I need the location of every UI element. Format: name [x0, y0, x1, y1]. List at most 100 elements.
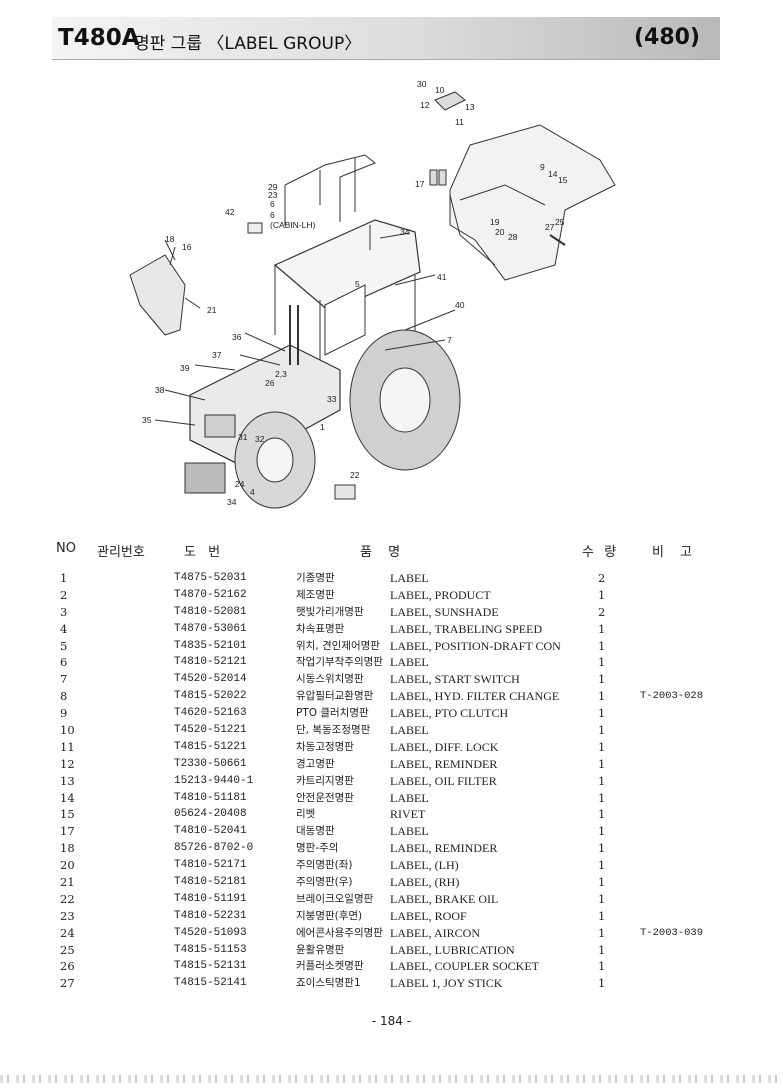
- table-row: 2 T4870-52162 제조명판 LABEL, PRODUCT 1: [0, 587, 783, 604]
- row-part-number: T4875-52031: [174, 572, 247, 584]
- svg-text:29: 29: [268, 182, 278, 192]
- row-part-number: T4810-52041: [174, 825, 247, 838]
- svg-text:39: 39: [180, 363, 190, 373]
- row-english-name: LABEL, REMINDER: [390, 841, 498, 856]
- row-no: 5: [60, 638, 68, 653]
- svg-text:4: 4: [250, 487, 255, 497]
- row-no: 25: [60, 942, 75, 957]
- row-english-name: LABEL, REMINDER: [390, 756, 498, 771]
- row-quantity: 1: [598, 891, 606, 906]
- row-korean-name: 제조명판: [296, 588, 335, 601]
- group-title: 명판 그룹 〈LABEL GROUP〉: [134, 34, 362, 54]
- svg-text:28: 28: [508, 232, 518, 242]
- svg-text:(CABIN-LH): (CABIN-LH): [270, 220, 316, 230]
- row-no: 9: [60, 706, 68, 721]
- row-no: 3: [60, 604, 68, 619]
- header-remark: 비 고: [652, 545, 699, 560]
- row-quantity: 1: [598, 689, 606, 704]
- svg-text:13: 13: [465, 102, 475, 112]
- row-english-name: LABEL, (RH): [390, 875, 460, 890]
- row-english-name: LABEL, START SWITCH: [390, 672, 520, 687]
- row-no: 15: [60, 807, 75, 822]
- row-part-number: T4835-52101: [174, 639, 247, 652]
- table-row: 23 T4810-52231 지붕명판(후면) LABEL, ROOF 1: [0, 908, 783, 925]
- table-row: 5 T4835-52101 위치, 견인제어명판 LABEL, POSITION…: [0, 638, 783, 655]
- svg-text:37: 37: [212, 350, 222, 360]
- row-no: 4: [60, 621, 68, 636]
- svg-text:9: 9: [540, 162, 545, 172]
- parts-table-body: 1 T4875-52031 기종명판 LABEL 2 2 T4870-52162…: [0, 570, 783, 992]
- row-no: 8: [60, 689, 68, 704]
- table-row: 20 T4810-52171 주의명판(좌) LABEL, (LH) 1: [0, 857, 783, 874]
- parts-table-header: NO 관리번호 도 번 품 명 수 량 비 고: [0, 541, 783, 561]
- row-part-number: T4810-52121: [174, 656, 247, 669]
- page-number: - 184 -: [371, 1014, 412, 1028]
- svg-text:24: 24: [235, 479, 245, 489]
- row-korean-name: 시동스위치명판: [296, 673, 364, 686]
- svg-text:32: 32: [255, 434, 265, 444]
- row-part-number: T4810-51181: [174, 791, 247, 804]
- row-remark: T-2003-028: [640, 690, 704, 703]
- table-row: 6 T4810-52121 작업기부착주의명판 LABEL 1: [0, 654, 783, 671]
- table-row: 18 85726-8702-0 명판-주의 LABEL, REMINDER 1: [0, 840, 783, 857]
- table-row: 4 T4870-53061 차속표명판 LABEL, TRABELING SPE…: [0, 621, 783, 638]
- svg-text:40: 40: [455, 300, 465, 310]
- header-quantity: 수 량: [582, 545, 620, 560]
- row-korean-name: 햇빛가리개명판: [296, 605, 364, 618]
- svg-text:15: 15: [558, 175, 568, 185]
- svg-text:5: 5: [355, 279, 360, 289]
- row-korean-name: 윤활유명판: [296, 943, 345, 956]
- table-row: 8 T4815-52022 유압필터교환명판 LABEL, HYD. FILTE…: [0, 688, 783, 705]
- table-row: 7 T4520-52014 시동스위치명판 LABEL, START SWITC…: [0, 671, 783, 688]
- row-english-name: LABEL, LUBRICATION: [390, 942, 515, 957]
- row-english-name: LABEL, HYD. FILTER CHANGE: [390, 689, 560, 704]
- row-quantity: 2: [598, 604, 606, 619]
- row-quantity: 1: [598, 841, 606, 856]
- svg-text:7: 7: [447, 335, 452, 345]
- row-part-number: T4620-52163: [174, 707, 247, 720]
- row-english-name: LABEL, POSITION-DRAFT CON: [390, 638, 561, 653]
- table-row: 17 T4810-52041 대동명판 LABEL 1: [0, 823, 783, 840]
- row-no: 12: [60, 756, 75, 771]
- row-english-name: LABEL, ROOF: [390, 908, 467, 923]
- header-no: NO: [56, 541, 76, 556]
- row-quantity: 1: [598, 875, 606, 890]
- svg-text:6: 6: [270, 199, 275, 209]
- row-part-number: T4815-52022: [174, 690, 247, 703]
- row-korean-name: 위치, 견인제어명판: [296, 639, 380, 652]
- row-part-number: T4810-52081: [174, 605, 247, 618]
- row-quantity: 1: [598, 655, 606, 670]
- row-english-name: LABEL, PRODUCT: [390, 587, 491, 602]
- row-english-name: LABEL, BRAKE OIL: [390, 891, 499, 906]
- row-korean-name: 차속표명판: [296, 622, 345, 635]
- model-code: T480A: [58, 25, 140, 51]
- svg-text:35: 35: [142, 415, 152, 425]
- row-no: 26: [60, 959, 75, 974]
- row-english-name: LABEL, COUPLER SOCKET: [390, 959, 540, 974]
- table-row: 21 T4810-52181 주의명판(우) LABEL, (RH) 1: [0, 874, 783, 891]
- svg-text:33: 33: [327, 394, 337, 404]
- table-row: 14 T4810-51181 안전운전명판 LABEL 1: [0, 790, 783, 807]
- svg-text:36: 36: [232, 332, 242, 342]
- table-row: 3 T4810-52081 햇빛가리개명판 LABEL, SUNSHADE 2: [0, 604, 783, 621]
- row-no: 23: [60, 908, 75, 923]
- svg-text:23: 23: [268, 190, 278, 200]
- table-row: 10 T4520-51221 단, 복동조정명판 LABEL 1: [0, 722, 783, 739]
- row-part-number: T4520-52014: [174, 673, 247, 686]
- row-korean-name: 차동고정명판: [296, 740, 354, 753]
- svg-text:30: 30: [417, 79, 427, 89]
- svg-text:34: 34: [227, 497, 237, 507]
- svg-text:1: 1: [320, 422, 325, 432]
- svg-text:18: 18: [165, 234, 175, 244]
- row-part-number: T4870-52162: [174, 588, 247, 601]
- row-quantity: 2: [598, 571, 606, 585]
- row-english-name: LABEL: [390, 655, 429, 670]
- table-row: 12 T2330-50661 경고명판 LABEL, REMINDER 1: [0, 756, 783, 773]
- svg-text:42: 42: [225, 207, 235, 217]
- page-header: T480A 명판 그룹 〈LABEL GROUP〉 (480): [52, 17, 720, 60]
- row-part-number: T4815-52131: [174, 960, 247, 973]
- row-part-number: T4815-51153: [174, 943, 247, 956]
- row-korean-name: 커플러소켓명판: [296, 960, 364, 973]
- svg-text:34: 34: [400, 227, 410, 237]
